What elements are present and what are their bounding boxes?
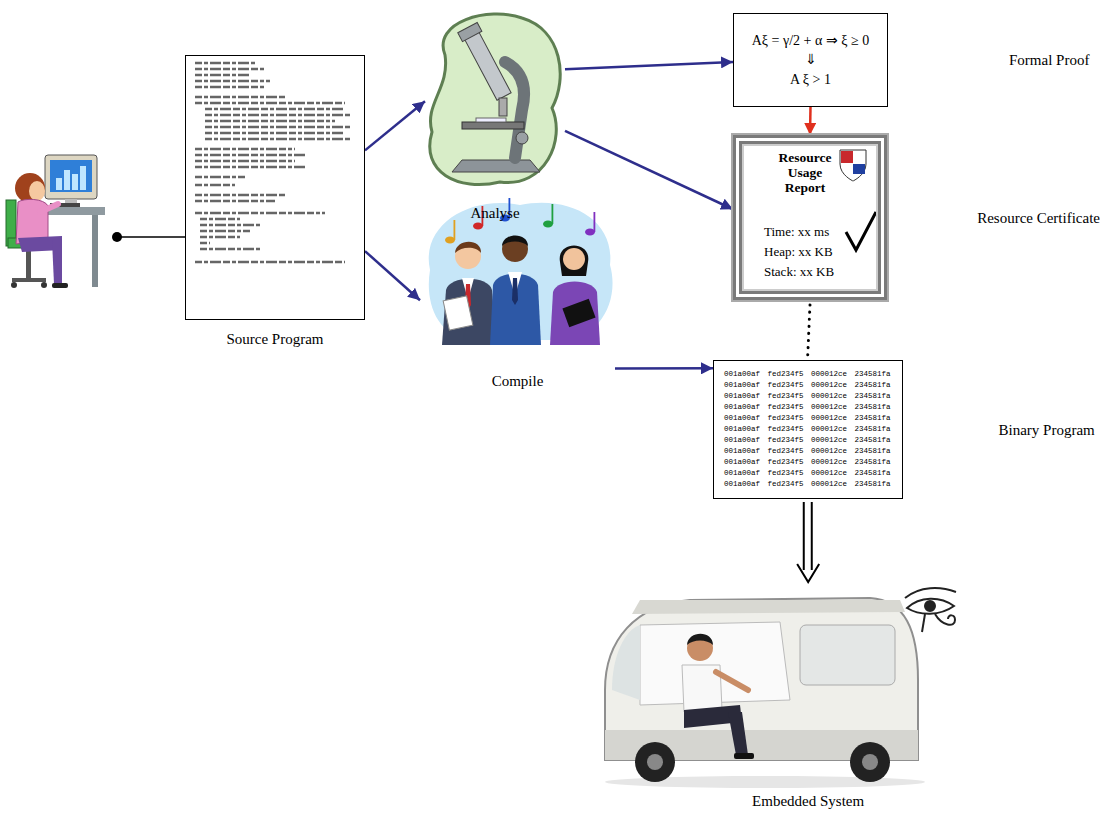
side-label: Binary Program xyxy=(999,421,1095,438)
formula-line: Aξ = γ/2 + α ⇒ ξ ≥ 0 xyxy=(752,31,869,51)
eye-symbol xyxy=(905,588,956,632)
usage-line: Stack: xx KB xyxy=(764,264,834,280)
binary-program-box: 001a00af fed234f5 000012ce 234581fa 001a… xyxy=(713,360,903,499)
resource-certificate: Resource Usage ReportTime: xx ms Heap: xx… xyxy=(733,135,887,300)
compile-stage: Compile xyxy=(420,195,615,390)
compiler-team-illustration xyxy=(429,198,613,345)
connector-line xyxy=(112,232,185,242)
side-label: Formal Proof xyxy=(1009,52,1089,69)
vehicle-illustration xyxy=(605,598,925,788)
flow-arrow xyxy=(365,101,425,150)
formula-line: A ξ > 1 xyxy=(790,70,831,90)
caption-label: Compile xyxy=(492,373,544,390)
flow-arrow xyxy=(565,131,733,209)
analyse-stage: Analyse xyxy=(425,10,565,222)
flow-arrow xyxy=(809,107,812,135)
flow-arrow xyxy=(615,367,713,370)
flow-arrow xyxy=(565,62,733,69)
source-code-lines xyxy=(195,63,350,262)
hex-dump: 001a00af fed234f5 000012ce 234581fa 001a… xyxy=(724,369,892,490)
certificate-seal xyxy=(840,150,866,181)
microscope-illustration xyxy=(430,14,560,185)
usage-line: Heap: xx KB xyxy=(764,244,833,260)
caption-label: Source Program xyxy=(226,331,323,348)
formula-line: ⇓ xyxy=(805,50,817,70)
caption-label: Analyse xyxy=(470,205,519,222)
usage-line: Time: xx ms xyxy=(764,224,829,240)
flow-arrow xyxy=(365,251,420,300)
certificate-heading: Resource Usage Report xyxy=(772,150,838,195)
side-label: Resource Certificate xyxy=(977,209,1100,226)
programmer-figure xyxy=(6,155,105,288)
flow-arrow xyxy=(797,502,819,582)
caption-label: Embedded System xyxy=(752,793,864,810)
embedded-system: Embedded System xyxy=(590,585,950,810)
source-document: Source Program xyxy=(185,55,365,320)
check-mark xyxy=(846,212,876,250)
formal-proof-box: Aξ = γ/2 + α ⇒ ξ ≥ 0⇓A ξ > 1Formal Proof xyxy=(733,13,888,107)
dotted-link xyxy=(808,305,810,355)
